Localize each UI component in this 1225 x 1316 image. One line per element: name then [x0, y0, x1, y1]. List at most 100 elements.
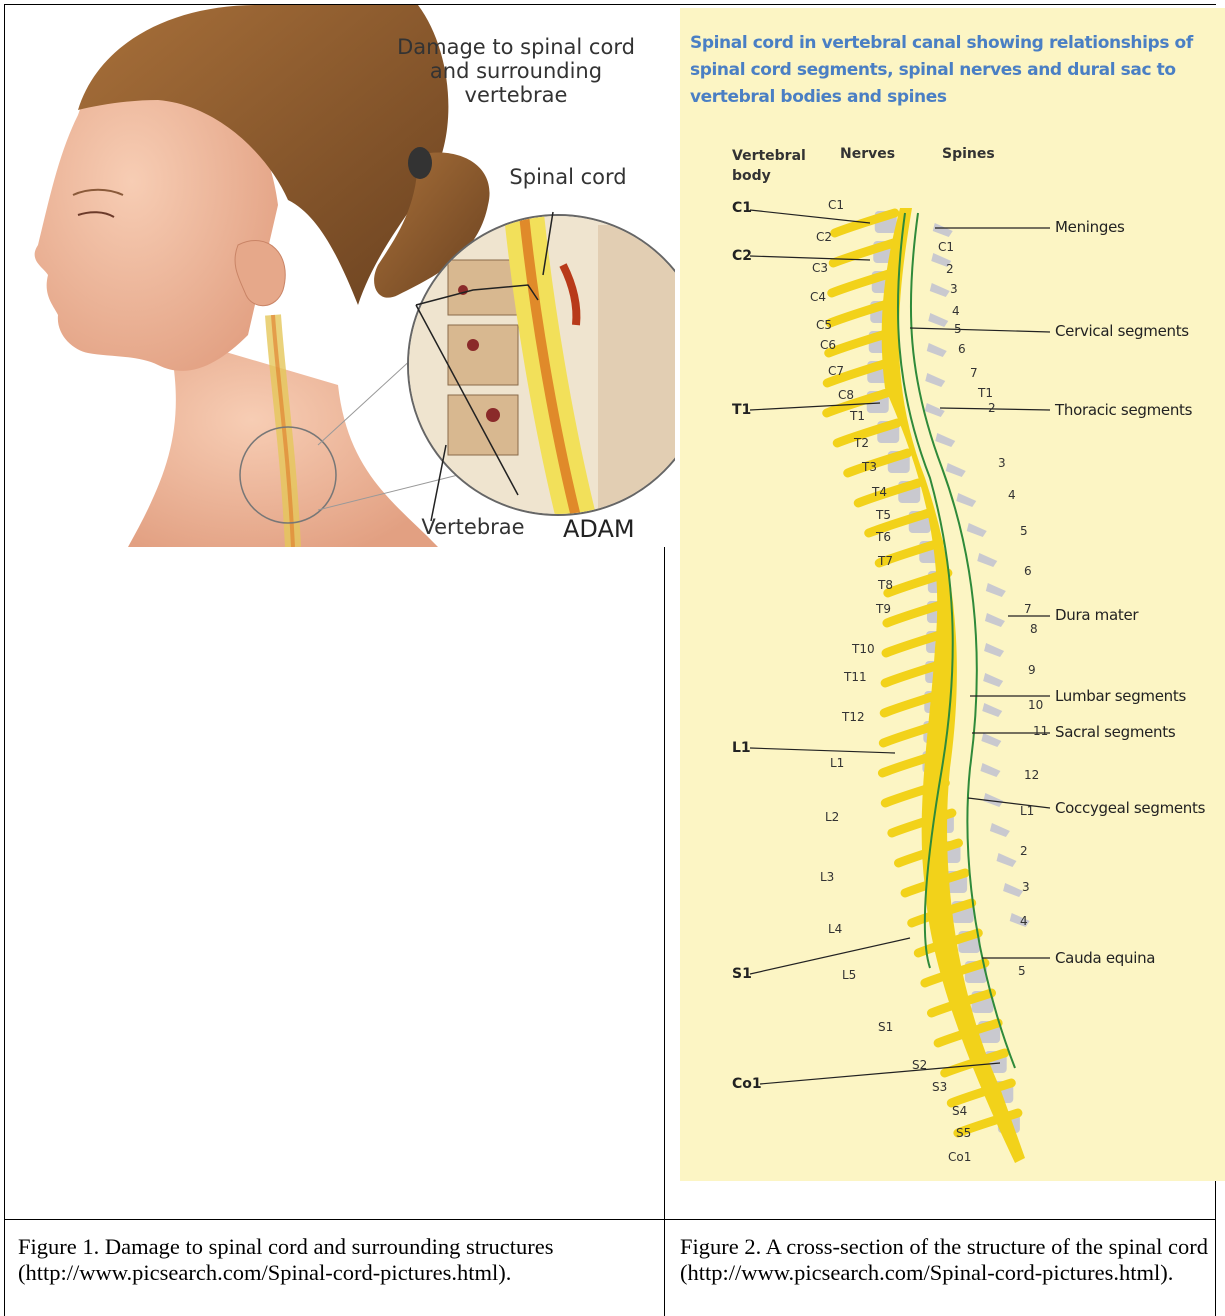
spinous-process: [933, 223, 953, 237]
spine-label: 7: [970, 366, 978, 380]
spine-label: 8: [1030, 622, 1038, 636]
label-meninges: Meninges: [1055, 218, 1125, 236]
figure1-label-spinal-cord: Spinal cord: [488, 165, 648, 189]
vertebral-label-co1: Co1: [732, 1076, 762, 1092]
spine-label: 2: [946, 262, 954, 276]
nerve-label: S3: [932, 1080, 947, 1094]
nerve-label: T12: [842, 710, 865, 724]
spine-label: 5: [1020, 524, 1028, 538]
spine-label: 12: [1024, 768, 1039, 782]
leader-line: [750, 210, 870, 223]
spinous-process: [982, 703, 1002, 717]
spine-label: 4: [1020, 914, 1028, 928]
nerve-label: T2: [854, 436, 869, 450]
spine-label: 5: [1018, 964, 1026, 978]
leader-line: [750, 748, 895, 753]
nerve-label: C2: [816, 230, 832, 244]
label-thoracic-segments: Thoracic segments: [1055, 401, 1192, 419]
table-divider-middle: [664, 547, 665, 1316]
leader-line: [968, 798, 1050, 808]
spinous-process: [977, 553, 997, 567]
spinous-process: [1003, 883, 1023, 897]
nerve-label: T10: [852, 642, 875, 656]
adam-logo: ADAM: [563, 517, 675, 541]
nerve-label: T7: [878, 554, 893, 568]
nerve-label: L3: [820, 870, 834, 884]
nerve-label: T6: [876, 530, 891, 544]
spine-label: 4: [1008, 488, 1016, 502]
spine-label: 6: [958, 342, 966, 356]
spine-label: 10: [1028, 698, 1043, 712]
label-sacral-segments: Sacral segments: [1055, 723, 1175, 741]
spinous-process: [997, 853, 1017, 867]
spinous-process: [980, 763, 1000, 777]
nerve-label: S5: [956, 1126, 971, 1140]
nerve-label: L4: [828, 922, 842, 936]
nerve-label: C8: [838, 388, 854, 402]
nerve-label: C1: [828, 198, 844, 212]
label-coccygeal-segments: Coccygeal segments: [1055, 799, 1205, 817]
nerve-label: L2: [825, 810, 839, 824]
nerve-label: C7: [828, 364, 844, 378]
spine-drawing: [680, 8, 1225, 1181]
nerve-label: L1: [830, 756, 844, 770]
spine-label: 3: [1022, 880, 1030, 894]
spinous-process: [927, 343, 947, 357]
leader-line: [910, 328, 1050, 332]
spine-label: 3: [950, 282, 958, 296]
label-cauda-equina: Cauda equina: [1055, 949, 1155, 967]
table-border-right: [1215, 1181, 1216, 1316]
spinous-process: [930, 283, 950, 297]
spinous-process: [981, 733, 1001, 747]
nerve-label: S1: [878, 1020, 893, 1034]
nerve-label: C6: [820, 338, 836, 352]
nerve-label: T11: [844, 670, 867, 684]
spinous-process: [925, 403, 945, 417]
spinous-process: [984, 643, 1004, 657]
nerve-label: T9: [876, 602, 891, 616]
vertebral-label-c2: C2: [732, 248, 752, 264]
spine-label: 2: [988, 401, 996, 415]
spine-label: 6: [1024, 564, 1032, 578]
leader-line: [750, 938, 910, 974]
nerve-label: C4: [810, 290, 826, 304]
spinous-process: [986, 583, 1006, 597]
spine-label: 9: [1028, 663, 1036, 677]
label-cervical-segments: Cervical segments: [1055, 322, 1189, 340]
spine-label: C1: [938, 240, 954, 254]
vertebral-label-c1: C1: [732, 200, 752, 216]
spinous-process: [928, 313, 948, 327]
nerve-label: Co1: [948, 1150, 971, 1164]
spinous-process: [985, 613, 1005, 627]
spinous-process: [967, 523, 987, 537]
leader-line: [760, 1063, 1000, 1084]
figure2-caption: Figure 2. A cross-section of the structu…: [680, 1234, 1210, 1286]
figure2-diagram: Spinal cord in vertebral canal showing r…: [680, 8, 1225, 1181]
table-divider-row: [4, 1219, 1216, 1220]
spine-label: 7: [1024, 602, 1032, 616]
nerve-label: T4: [872, 485, 887, 499]
figure1-caption: Figure 1. Damage to spinal cord and surr…: [18, 1234, 648, 1286]
nerve-label: C5: [816, 318, 832, 332]
spine-label: 11: [1033, 724, 1048, 738]
spine-label: T1: [978, 386, 993, 400]
nerve-label: T3: [862, 460, 877, 474]
nerve-label: S2: [912, 1058, 927, 1072]
spinous-process: [983, 673, 1003, 687]
spinous-process: [990, 823, 1010, 837]
spinous-process: [925, 373, 945, 387]
figure1-label-vertebrae: Vertebrae: [403, 515, 543, 539]
spine-label: L1: [1020, 804, 1034, 818]
spinous-process: [946, 463, 966, 477]
figure1-illustration: Damage to spinal cord and surrounding ve…: [18, 5, 675, 547]
spine-label: 5: [954, 322, 962, 336]
nerve-label: C3: [812, 261, 828, 275]
vertebral-label-l1: L1: [732, 740, 751, 756]
spine-label: 4: [952, 304, 960, 318]
vertebral-label-s1: S1: [732, 966, 752, 982]
label-dura-mater: Dura mater: [1055, 606, 1138, 624]
spinous-process: [956, 493, 976, 507]
nerve-label: T1: [850, 409, 865, 423]
spine-label: 3: [998, 456, 1006, 470]
figure1-image-title: Damage to spinal cord and surrounding ve…: [386, 35, 646, 107]
